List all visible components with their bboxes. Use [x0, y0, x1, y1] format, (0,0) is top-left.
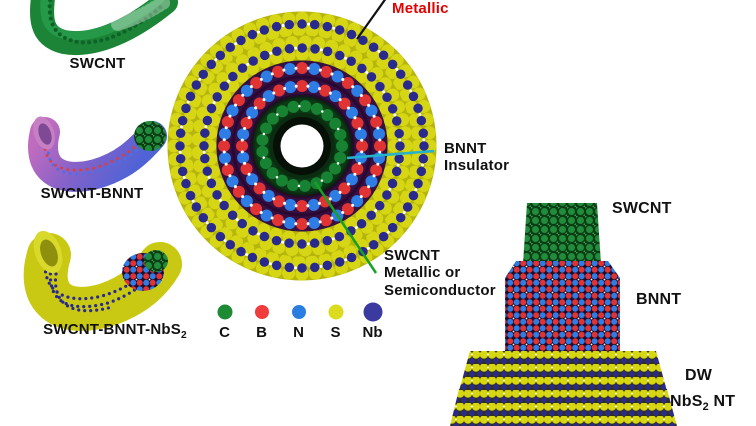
tower-nbs2-outer-flare — [459, 351, 667, 391]
legend-item-nitrogen: N — [280, 302, 317, 341]
swcnt-bnnt-structure-label: SWCNT-BNNT — [40, 185, 144, 202]
nbs2-outer-wall-sulfur-outer-beads — [167, 11, 437, 281]
swcnt-tube-highlight — [40, 0, 165, 41]
legend-item-carbon: C — [206, 302, 243, 341]
sulfur-dot-icon — [328, 304, 343, 320]
swcnt-bnnt-nbs2-label-subscript: 2 — [180, 330, 187, 341]
hollow-core — [280, 124, 324, 168]
legend-symbol-boron: B — [256, 324, 267, 341]
legend-symbol-nitrogen: N — [293, 324, 304, 341]
swcnt-bnnt-nbs2-green-tip — [144, 250, 168, 272]
swcnt-bnnt-nbs2-label-main: SWCNT-BNNT-NbS — [43, 321, 181, 338]
legend-symbol-carbon: C — [219, 324, 230, 341]
tower-swcnt-segment — [523, 203, 601, 264]
swcnt-bnnt-tube-illustration — [28, 116, 167, 192]
tower-nbs2-inner-flare — [450, 389, 677, 426]
swcnt-bnnt-nbs2-tube-illustration — [23, 230, 182, 331]
swcnt-bnnt-nitrogen-dots — [46, 136, 153, 176]
nbs2-outer-wall-sulfur-inner-beads — [179, 23, 425, 269]
nbs2-inner-wall-niobium-beads — [199, 43, 405, 249]
swcnt-bnnt-open-end-inner — [38, 123, 52, 145]
tower-bnnt-label: BNNT — [636, 291, 682, 308]
carbon-dot-icon — [217, 304, 232, 320]
nbs2-niobium-dots-3 — [53, 272, 114, 313]
telescoped-tower-illustration — [450, 203, 677, 426]
tower-nbs2nt-label: NbS2 NT — [670, 393, 736, 414]
swcnt-bnnt-nbs2-open-end-inner — [40, 239, 58, 267]
tower-dw-label: DW — [685, 367, 713, 384]
nbs2-inner-wall-sulfur-outer-beads — [191, 35, 413, 257]
swcnt-bnnt-green-tip — [134, 121, 166, 151]
bnnt-inner-wall-boron-beads — [236, 80, 368, 212]
tower-nbs2nt-main: NbS — [670, 393, 703, 410]
bnnt-insulator-pointer-line — [346, 149, 435, 160]
legend-symbol-sulfur: S — [330, 324, 341, 341]
atom-color-legend: C B N S Nb — [206, 302, 391, 341]
nitrogen-dot-icon — [291, 305, 306, 319]
swcnt-tube-mesh-fade — [111, 0, 173, 31]
tower-bnnt-segment — [505, 261, 620, 353]
pointer-lines — [313, 0, 435, 274]
swcnt-tube-illustration — [30, 0, 178, 56]
cross-section-illustration — [167, 11, 437, 281]
swcnt-bnnt-tube-body — [28, 117, 167, 192]
swcnt-annotation-line3: Semiconductor — [384, 281, 496, 299]
legend-item-boron: B — [243, 302, 280, 341]
boron-dot-icon — [254, 305, 269, 319]
swcnt-structure-label: SWCNT — [69, 55, 126, 72]
swcnt-wall-carbon-beads — [256, 100, 348, 192]
nbs2-inner-wall-sulfur-inner-beads — [203, 47, 401, 245]
swcnt-annotation-line2: Metallic or — [384, 264, 461, 282]
tower-swcnt-label: SWCNT — [612, 200, 672, 217]
swcnt-tube-lattice-dots — [47, 0, 164, 45]
niobium-dot-icon — [363, 302, 382, 322]
nbs2-outer-wall-niobium-beads — [175, 19, 429, 273]
bnnt-insulator-line1: BNNT — [444, 140, 487, 157]
swcnt-bnnt-boron-dots — [43, 128, 152, 172]
legend-item-niobium: Nb — [354, 302, 391, 341]
swcnt-annotation-line1: SWCNT — [384, 247, 440, 264]
swcnt-pointer-line — [313, 181, 378, 274]
bnnt-insulator-line2: Insulator — [444, 157, 510, 175]
metallic-pointer-line — [356, 0, 387, 40]
tower-nbs2nt-subscript: 2 — [702, 401, 709, 414]
metallic-annotation-label: Metallic — [392, 0, 449, 17]
legend-symbol-niobium: Nb — [362, 324, 383, 341]
bnnt-outer-wall-boron-beads — [218, 62, 386, 230]
swcnt-bnnt-nbs2-structure-label: SWCNT-BNNT-NbS2 — [20, 321, 210, 341]
legend-item-sulfur: S — [317, 302, 354, 341]
tower-nbs2nt-suffix: NT — [708, 393, 736, 410]
